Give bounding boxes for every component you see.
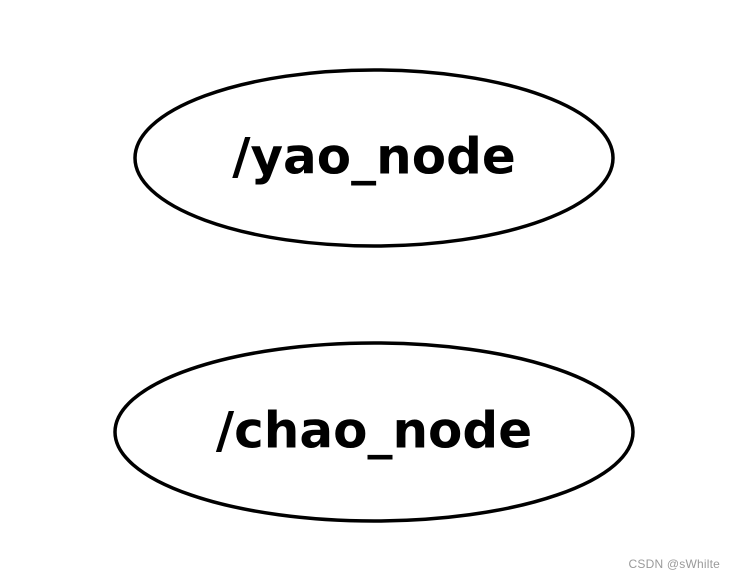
node-chao[interactable]: /chao_node bbox=[113, 341, 635, 523]
node-chao-ellipse bbox=[113, 341, 635, 523]
watermark: CSDN @sWhilte bbox=[628, 557, 720, 571]
node-yao-ellipse bbox=[133, 68, 615, 248]
node-yao[interactable]: /yao_node bbox=[133, 68, 615, 248]
node-yao-label: /yao_node bbox=[232, 128, 516, 186]
node-chao-label: /chao_node bbox=[216, 402, 532, 460]
